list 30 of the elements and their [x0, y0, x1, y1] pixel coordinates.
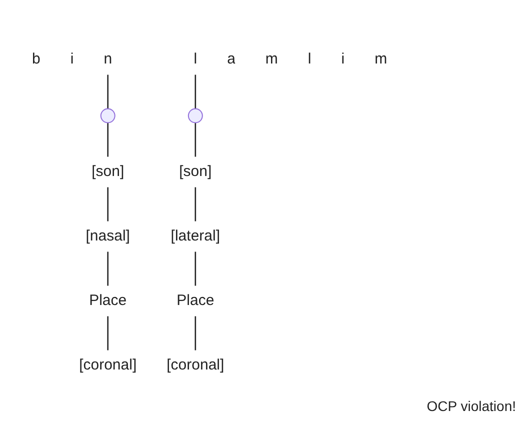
connector — [108, 122, 109, 157]
node-text: m — [266, 50, 278, 68]
node-text: [coronal] — [80, 356, 138, 374]
node-circle — [100, 108, 116, 124]
connector — [108, 252, 109, 286]
node-text: [nasal] — [86, 227, 130, 244]
connector — [195, 74, 196, 109]
node-text: a — [228, 50, 236, 68]
connector — [195, 252, 196, 286]
node-text: [son] — [92, 162, 125, 180]
node-circle — [188, 108, 204, 124]
node-text: [lateral] — [171, 227, 220, 244]
node-text: i — [70, 50, 74, 68]
node-text: m — [375, 50, 388, 68]
node-text: Place — [90, 292, 128, 309]
node-text: b — [32, 50, 41, 68]
connector — [108, 74, 109, 109]
node-text: l — [194, 50, 198, 68]
node-text: n — [104, 50, 112, 68]
note-text: OCP violation! — [426, 398, 516, 414]
node-text: i — [342, 50, 346, 68]
node-text: [son] — [180, 162, 212, 180]
node-text: [coronal] — [167, 356, 225, 374]
connector — [195, 187, 196, 222]
connector — [195, 316, 196, 350]
connector — [108, 187, 109, 222]
connector — [108, 316, 109, 350]
connector — [195, 122, 196, 157]
node-text: Place — [177, 292, 215, 309]
node-text: l — [308, 50, 312, 68]
